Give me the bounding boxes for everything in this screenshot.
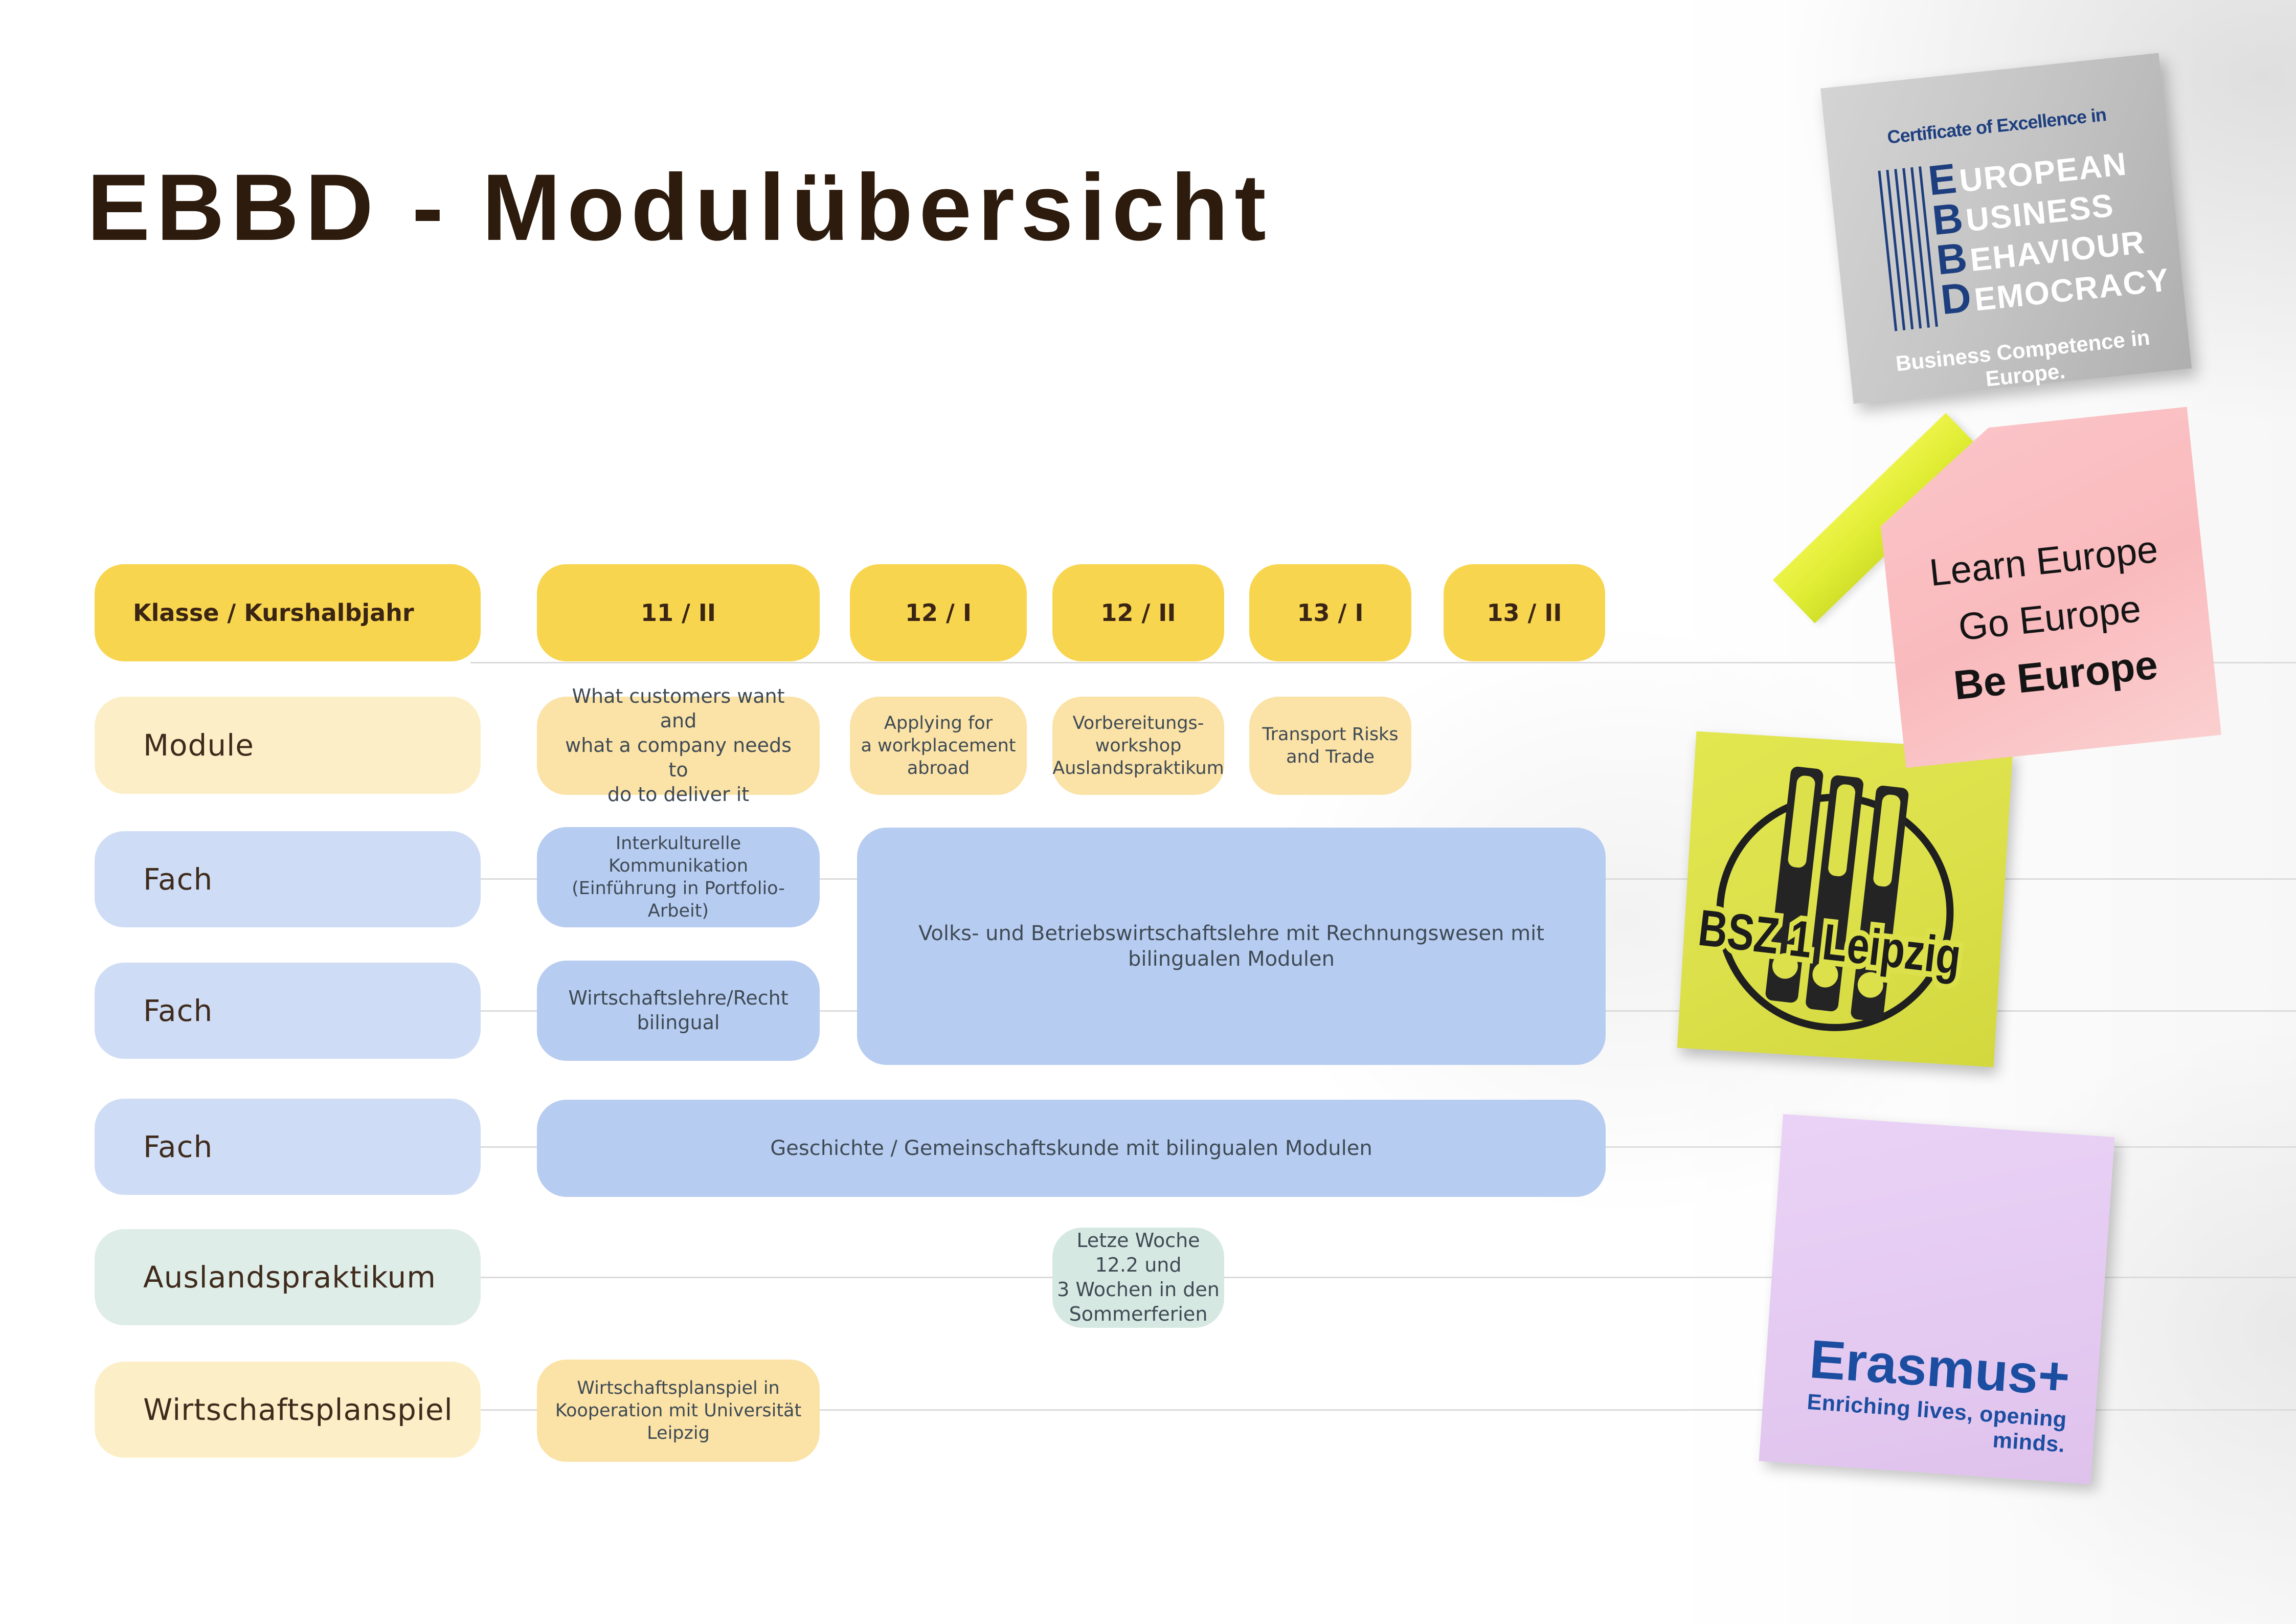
row-connector-line (470, 1409, 2296, 1411)
header-label-cell: Klasse / Kurshalbjahr (95, 564, 481, 661)
cell-module-12-2: Vorbereitungs- workshop Auslandspraktiku… (1052, 697, 1224, 795)
row-label-text: Module (143, 728, 254, 763)
cell-auslandspraktikum-12-2: Letze Woche 12.2 und 3 Wochen in den Som… (1052, 1228, 1224, 1328)
column-header-text: 13 / I (1297, 599, 1364, 627)
row-label-auslandspraktikum: Auslandspraktikum (95, 1229, 481, 1325)
cell-wirtschaftsplanspiel-11-2: Wirtschaftsplanspiel in Kooperation mit … (537, 1360, 820, 1462)
sticky-note-ebbd-certificate: Certificate of Excellence in E UROPEAN B… (1820, 53, 2192, 404)
row-label-fach-1: Fach (95, 831, 481, 927)
column-header-text: 13 / II (1487, 599, 1562, 627)
column-header-11-2: 11 / II (537, 564, 820, 661)
row-label-text: Auslandspraktikum (143, 1260, 436, 1295)
cell-module-13-1: Transport Risks and Trade (1249, 697, 1411, 795)
cell-module-12-1: Applying for a workplacement abroad (850, 697, 1027, 795)
row-label-text: Fach (143, 993, 213, 1028)
binder-icon (1806, 775, 1863, 1012)
page-title: EBBD - Modulübersicht (87, 155, 1272, 260)
column-header-text: 11 / II (640, 599, 716, 627)
row-connector-line (470, 662, 2296, 663)
column-header-text: 12 / I (905, 599, 972, 627)
column-header-12-1: 12 / I (850, 564, 1027, 661)
ebbd-letter: D (1938, 274, 1974, 324)
bsz-logo: BSZ 1 Leipzig (1690, 766, 1969, 1031)
column-header-12-2: 12 / II (1052, 564, 1224, 661)
row-label-module: Module (95, 697, 481, 794)
column-header-13-2: 13 / II (1444, 564, 1605, 661)
cell-fach-interkulturelle: Interkulturelle Kommunikation (Einführun… (537, 827, 820, 927)
row-label-fach-2: Fach (95, 963, 481, 1059)
row-label-text: Wirtschaftsplanspiel (143, 1392, 453, 1427)
row-label-fach-3: Fach (95, 1099, 481, 1195)
cell-fach-volks-betriebswirtschaftslehre: Volks- und Betriebswirtschaftslehre mit … (857, 828, 1606, 1065)
column-header-text: 12 / II (1100, 599, 1176, 627)
row-label-text: Fach (143, 1129, 213, 1164)
binder-icons (1765, 766, 1909, 1022)
cell-fach-geschichte: Geschichte / Gemeinschaftskunde mit bili… (537, 1100, 1606, 1197)
row-label-wirtschaftsplanspiel: Wirtschaftsplanspiel (95, 1362, 481, 1458)
binder-icon (1851, 785, 1909, 1022)
cell-module-11-2: What customers want and what a company n… (537, 685, 820, 806)
binder-icon (1765, 766, 1824, 1003)
row-connector-line (470, 1277, 2296, 1278)
sticky-note-erasmus: Erasmus+ Enriching lives, opening minds. (1759, 1114, 2115, 1484)
column-header-13-1: 13 / I (1249, 564, 1411, 661)
sticky-note-bsz-leipzig: BSZ 1 Leipzig (1677, 731, 2013, 1067)
row-label-text: Fach (143, 862, 213, 897)
ebbd-logo: E UROPEAN B USINESS B EHAVIOUR D EMOCRAC… (1878, 137, 2185, 331)
cell-fach-wirtschaftslehre: Wirtschaftslehre/Recht bilingual (537, 961, 820, 1061)
header-label-text: Klasse / Kurshalbjahr (133, 599, 414, 627)
